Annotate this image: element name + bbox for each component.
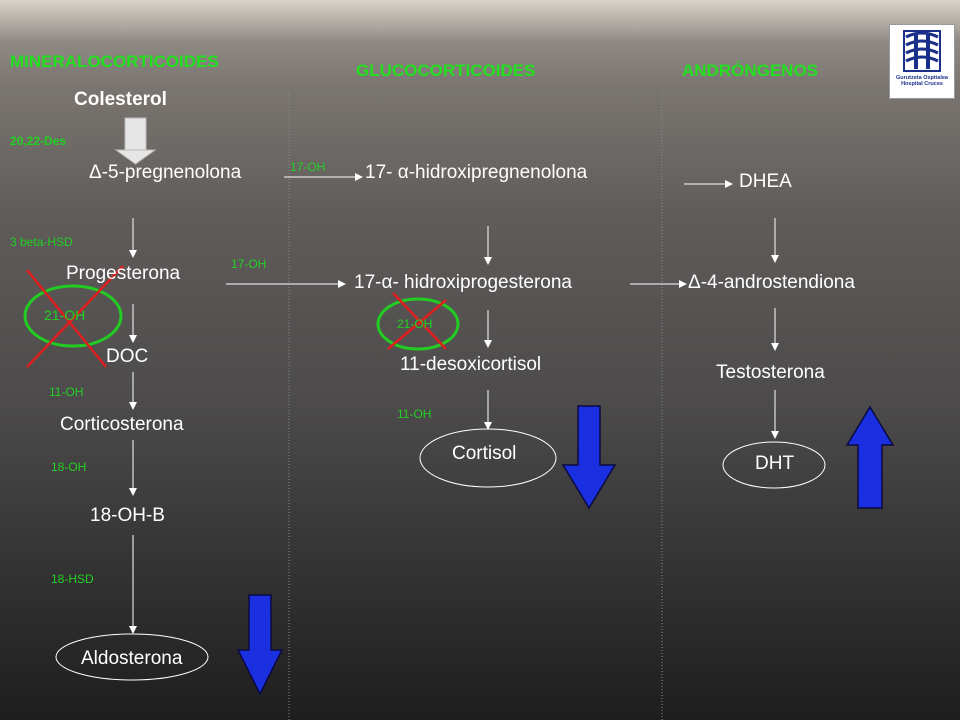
header-androgenos: ANDRÓNGENOS xyxy=(682,61,819,80)
hospital-logo-text: Gurutzeta Ospitalea Hospital Cruces xyxy=(896,75,948,87)
blue-down-arrow-icon xyxy=(236,594,284,696)
enzyme-11-oh-mid: 11-OH xyxy=(397,407,432,421)
molecule-testosterona: Testosterona xyxy=(716,362,825,383)
block-circle-mid xyxy=(376,297,460,351)
molecule-dhea: DHEA xyxy=(739,171,792,192)
enzyme-20-22-des: 20,22-Des xyxy=(10,134,67,148)
dht-ellipse xyxy=(722,441,826,489)
aldosterona-ellipse xyxy=(55,633,209,681)
background-sky xyxy=(0,0,960,40)
enzyme-21-oh-left: 21-OH xyxy=(44,307,86,323)
blue-down-arrow-icon xyxy=(561,405,617,510)
molecule-progesterona: Progesterona xyxy=(66,263,181,284)
enzyme-18-hsd: 18-HSD xyxy=(51,572,94,586)
hospital-logo-icon xyxy=(903,30,941,72)
enzyme-21-oh-mid: 21-OH xyxy=(397,317,433,331)
cortisol-ellipse xyxy=(419,428,557,488)
header-glucocorticoides: GLUCOCORTICOIDES xyxy=(356,61,536,80)
header-mineralocorticoides: MINERALOCORTICOIDES xyxy=(10,52,219,71)
molecule-hidroxipregnenolona: 17- α-hidroxipregnenolona xyxy=(365,162,588,183)
enzyme-3-beta-hsd: 3 beta-HSD xyxy=(10,235,73,249)
enzyme-17-oh-top: 17-OH xyxy=(290,160,326,174)
block-circle-left xyxy=(23,284,123,348)
molecule-androstendiona: Δ-4-androstendiona xyxy=(688,272,855,293)
molecule-doc: DOC xyxy=(106,346,149,367)
molecule-corticosterona: Corticosterona xyxy=(60,414,184,435)
molecule-hidroxiprogesterona: 17-α- hidroxiprogesterona xyxy=(354,272,572,293)
blue-up-arrow-icon xyxy=(845,405,895,509)
molecule-18-oh-b: 18-OH-B xyxy=(90,505,165,526)
enzyme-11-oh-left: 11-OH xyxy=(49,385,84,399)
molecule-colesterol: Colesterol xyxy=(74,89,167,110)
gray-down-arrow-icon xyxy=(114,117,157,165)
molecule-aldosterona: Aldosterona xyxy=(81,648,183,669)
red-cross-icon xyxy=(26,265,124,368)
molecule-cortisol: Cortisol xyxy=(452,443,517,464)
molecule-dht: DHT xyxy=(755,453,795,474)
molecule-pregnenolona: Δ-5-pregnenolona xyxy=(89,162,242,183)
red-cross-icon xyxy=(387,292,447,350)
enzyme-17-oh-mid: 17-OH xyxy=(231,257,267,271)
hospital-logo: Gurutzeta Ospitalea Hospital Cruces xyxy=(889,24,955,99)
enzyme-18-oh: 18-OH xyxy=(51,460,87,474)
molecule-desoxicortisol: 11-desoxicortisol xyxy=(400,354,542,375)
